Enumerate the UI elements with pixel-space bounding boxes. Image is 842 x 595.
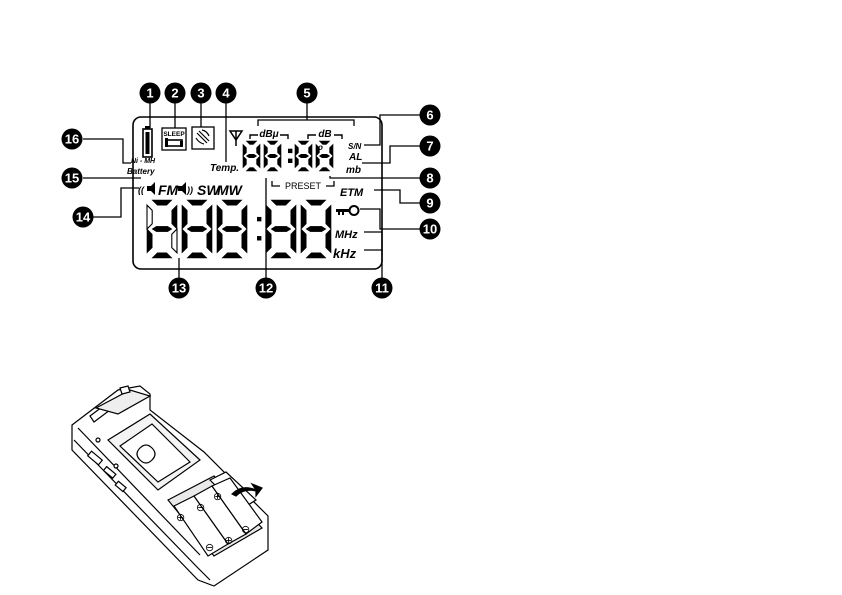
battery-label: Battery	[127, 167, 155, 176]
polarity-plus-2: ⊕	[213, 491, 222, 503]
degree-symbol: o	[318, 143, 323, 152]
callout-number: 13	[172, 281, 186, 296]
callout-16: 16	[61, 128, 83, 150]
callout-number: 3	[197, 86, 204, 101]
callout-8: 8	[419, 167, 441, 189]
polarity-plus-1: ⊕	[176, 512, 185, 524]
preset-label: PRESET	[285, 181, 322, 191]
db-label: dB	[318, 129, 331, 140]
polarity-minus-3: ⊖	[241, 524, 250, 536]
callout-1: 1	[139, 82, 161, 104]
small-digit-2	[263, 140, 282, 172]
main-colon-dot-1	[257, 216, 262, 222]
small-digit-4	[315, 140, 334, 172]
callout-number: 6	[426, 108, 433, 123]
callout-number: 9	[426, 196, 433, 211]
mhz-label: MHz	[335, 229, 358, 241]
battery-polarity-marks: ⊕ ⊖ ⊕ ⊖ ⊕ ⊖	[176, 491, 250, 554]
polarity-plus-3: ⊕	[224, 535, 233, 547]
small-digit-1	[242, 140, 261, 172]
alarm-icon	[191, 126, 215, 150]
small-digit-display	[242, 140, 334, 172]
small-digit-3	[294, 140, 313, 172]
callout-10: 10	[419, 218, 441, 240]
callout-number: 5	[303, 86, 310, 101]
sw-label: SW	[197, 182, 221, 198]
svg-text:((: ((	[138, 185, 145, 195]
main-digit-display	[146, 199, 332, 259]
callout-number: 11	[375, 281, 389, 296]
callout-number: 1	[146, 86, 153, 101]
main-digit-3	[216, 199, 248, 259]
battery-compartment-figure	[71, 385, 269, 587]
main-digit-5	[300, 199, 332, 259]
battery-type-label: Ni - MH	[131, 158, 156, 165]
callout-13: 13	[168, 277, 190, 299]
svg-text:)): ))	[186, 185, 193, 195]
callout-6: 6	[419, 104, 441, 126]
callout-5: 5	[296, 82, 318, 104]
callout-number: 12	[259, 281, 273, 296]
mw-label: MW	[217, 182, 244, 198]
preset-indicator: PRESET	[271, 181, 335, 191]
callout-2: 2	[164, 82, 186, 104]
khz-label: kHz	[333, 246, 357, 261]
callout-15: 15	[61, 167, 83, 189]
callout-number: 14	[76, 210, 91, 225]
al-label: AL	[348, 152, 362, 163]
key-lock-icon	[336, 205, 360, 216]
callout-number: 15	[65, 171, 79, 186]
sn-label: S/N	[348, 142, 362, 151]
sleep-icon: SLEEP	[161, 127, 187, 151]
speaker-left-icon: ((	[138, 182, 155, 195]
callout-number: 10	[423, 222, 437, 237]
callout-number: 7	[426, 139, 433, 154]
small-colon-dot-1	[288, 148, 293, 154]
callout-12: 12	[255, 277, 277, 299]
battery-level-icon	[142, 126, 153, 158]
polarity-minus-2: ⊖	[205, 542, 214, 554]
callout-number: 8	[426, 171, 433, 186]
signal-unit-brackets: dBμ dB	[249, 129, 343, 140]
etm-label: ETM	[340, 187, 364, 199]
temp-label: Temp.	[210, 163, 239, 174]
callout-3: 3	[190, 82, 212, 104]
polarity-minus-1: ⊖	[196, 502, 205, 514]
callout-9: 9	[419, 192, 441, 214]
main-digit-2	[181, 199, 213, 259]
callout-number: 2	[171, 86, 178, 101]
small-colon-dot-2	[288, 158, 293, 163]
mb-label: mb	[346, 165, 361, 176]
callout-number: 16	[65, 132, 79, 147]
dbu-label: dBμ	[259, 129, 278, 140]
main-colon-dot-2	[257, 236, 262, 241]
callout-4: 4	[215, 82, 237, 104]
callout-7: 7	[419, 135, 441, 157]
band-row: (( FM )) SW MW	[138, 182, 244, 198]
main-digit-1	[146, 199, 178, 259]
callout-14: 14	[72, 206, 94, 228]
speaker-right-icon: ))	[178, 182, 193, 195]
callout-number: 4	[222, 86, 230, 101]
fm-label: FM	[158, 182, 179, 198]
callout-11: 11	[371, 277, 393, 299]
antenna-icon	[228, 130, 244, 146]
sleep-label: SLEEP	[163, 131, 185, 138]
